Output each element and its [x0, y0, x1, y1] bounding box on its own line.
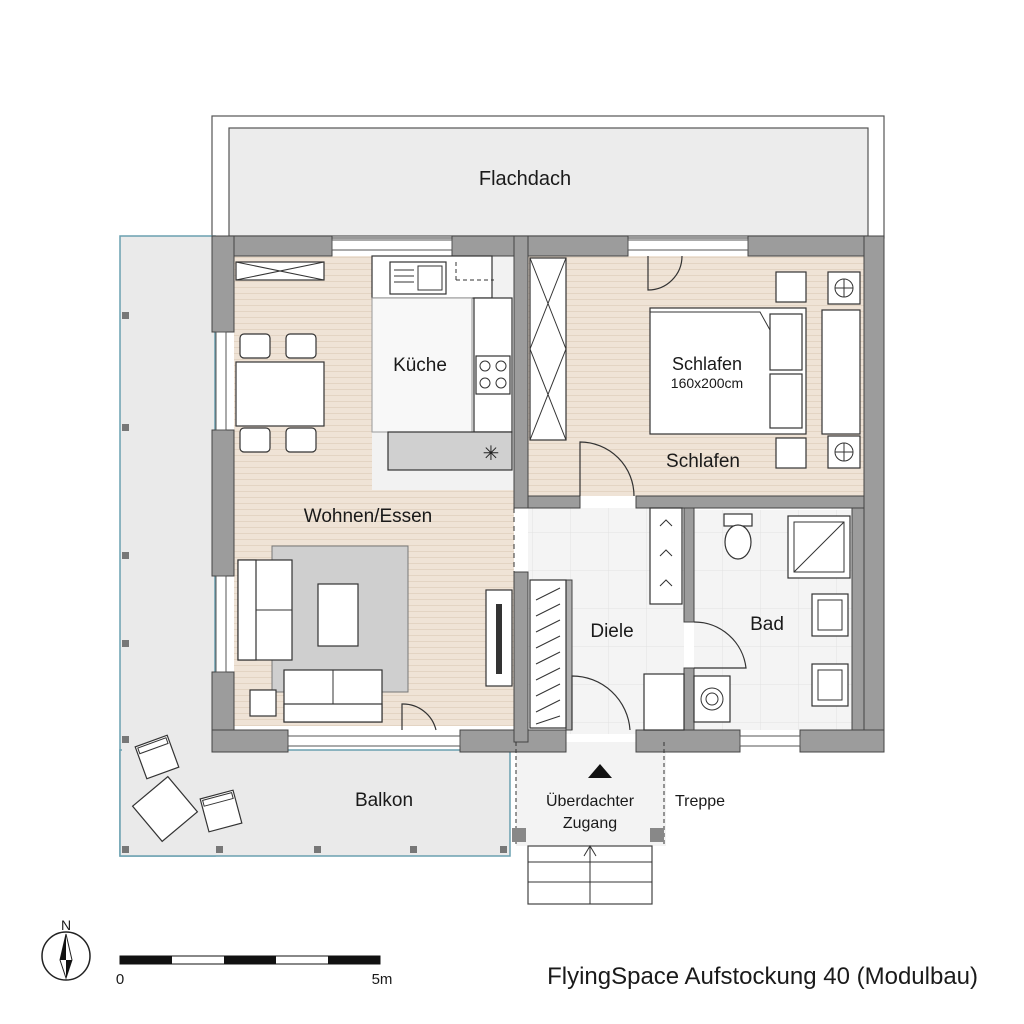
hall: Diele [513, 507, 683, 731]
coat-hooks [649, 507, 683, 605]
dining-area [235, 261, 325, 453]
scale-start-label: 0 [116, 971, 124, 988]
sink-icon [811, 593, 849, 637]
entry-door [571, 675, 631, 731]
stairs-label: Treppe [675, 793, 725, 810]
covered-entry: Überdachter Zugang [512, 742, 665, 846]
north-label: N [61, 917, 71, 933]
side-table [249, 689, 277, 717]
bedroom-label: Schlafen [666, 451, 740, 472]
sink-icon [811, 663, 849, 707]
covered-entry-label-line2: Zugang [563, 815, 617, 832]
balcony: Balkon [119, 235, 511, 857]
kitchen-island [371, 297, 473, 433]
dining-table [235, 361, 325, 427]
bedroom-door [579, 441, 635, 497]
bedroom-door [647, 255, 683, 291]
coffee-table [317, 583, 359, 647]
lamp-icon [827, 271, 861, 305]
hall-wardrobe [529, 579, 567, 729]
toilet-icon [723, 513, 753, 560]
tv-unit [485, 589, 513, 687]
bed [649, 307, 807, 435]
windows [215, 239, 801, 747]
living-area [237, 545, 513, 731]
kitchen: ✳ Küche [371, 255, 513, 471]
flat-roof: Flachdach [211, 115, 885, 239]
hall-label: Diele [590, 621, 633, 642]
covered-entry-label-line1: Überdachter [546, 792, 635, 810]
dining-chair [285, 427, 317, 453]
living-door [401, 703, 437, 731]
sofa [283, 669, 383, 723]
sink-icon [389, 261, 447, 295]
balcony-chair [134, 734, 180, 780]
sofa [237, 559, 293, 661]
washing-machine-icon [693, 675, 731, 723]
balcony-chair [199, 789, 243, 833]
living-dining-label: Wohnen/Essen [304, 506, 433, 527]
dresser [821, 309, 861, 435]
bed-size-label: 160x200cm [671, 375, 743, 391]
north-arrow: N [41, 917, 91, 981]
bathroom: Bad [643, 513, 851, 731]
kitchen-counter [387, 431, 513, 471]
bath-door [693, 621, 747, 669]
dining-chair [285, 333, 317, 359]
scale-end-label: 5m [372, 971, 393, 988]
asterisk-icon: ✳ [483, 441, 500, 465]
walls [211, 235, 885, 753]
flat-roof-label: Flachdach [479, 168, 571, 190]
entry-arrow-icon [588, 764, 612, 778]
kitchen-label: Küche [393, 355, 447, 376]
nightstand [775, 437, 807, 469]
scale-bar: 0 5m [116, 955, 393, 988]
nightstand [775, 271, 807, 303]
balcony-table [131, 775, 199, 843]
wardrobe [529, 257, 567, 441]
stove-icon [475, 355, 511, 395]
entry-floor [516, 742, 666, 846]
bath-label: Bad [750, 614, 784, 635]
dining-chair [239, 333, 271, 359]
stairs: Treppe [527, 793, 725, 905]
lamp-icon [827, 435, 861, 469]
bed-label: Schlafen [672, 354, 742, 374]
bedroom: Schlafen 160x200cm Schlafen [579, 255, 861, 497]
dining-chair [239, 427, 271, 453]
plan-title: FlyingSpace Aufstockung 40 (Modulbau) [547, 963, 978, 990]
balcony-label: Balkon [355, 790, 413, 811]
shower [787, 515, 851, 579]
